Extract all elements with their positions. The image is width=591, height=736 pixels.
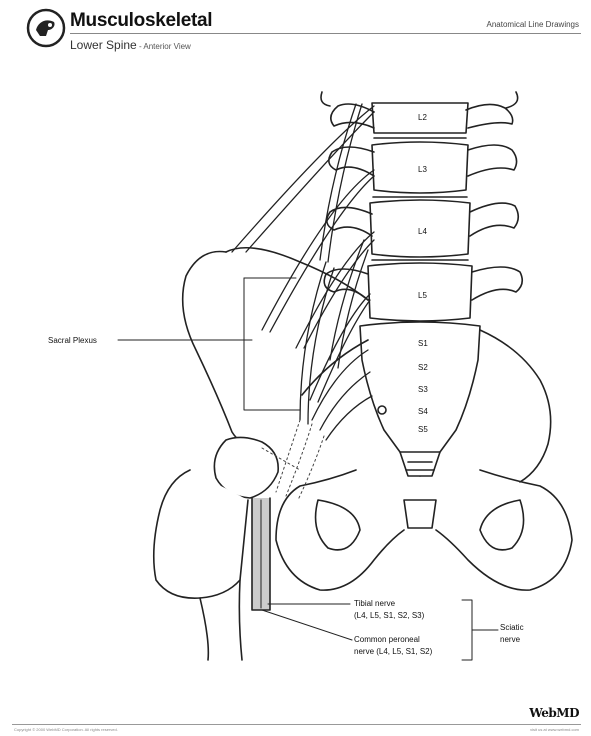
subtitle-main: Lower Spine [70,38,137,52]
sacral-plexus-nerves [232,104,374,440]
website-url[interactable]: visit us at www.webmd.com [530,727,579,732]
category-label: Anatomical Line Drawings [487,20,580,29]
skeleton-logo-icon [26,8,66,48]
lower-spine-diagram: L2 L3 L4 L5 S1 S2 S3 S4 S5 Sacral Plexus… [0,60,591,700]
page-title: Musculoskeletal [70,10,212,32]
footer-divider [12,724,581,725]
label-s3: S3 [418,385,428,394]
label-sacral-plexus: Sacral Plexus [48,336,97,345]
label-s2: S2 [418,363,428,372]
webmd-logo: WebMD [529,706,579,720]
label-l2: L2 [418,113,427,122]
label-l5: L5 [418,291,427,300]
subtitle-detail: Anterior View [143,42,190,51]
label-tibial-1: Tibial nerve [354,599,396,608]
lumbar-vertebrae [368,103,472,321]
page-subtitle: Lower Spine - Anterior View [70,38,191,52]
label-s5: S5 [418,425,428,434]
header-divider [70,33,581,34]
label-sciatic-2: nerve [500,635,521,644]
label-peroneal-2: nerve (L4, L5, S1, S2) [354,647,433,656]
label-tibial-2: (L4, L5, S1, S2, S3) [354,611,425,620]
label-l4: L4 [418,227,427,236]
label-s4: S4 [418,407,428,416]
label-l3: L3 [418,165,427,174]
sciatic-nerve-trunk [252,498,270,610]
copyright-text: Copyright © 2000 WebMD Corporation. All … [14,727,118,732]
label-peroneal-1: Common peroneal [354,635,420,644]
header: Musculoskeletal Lower Spine - Anterior V… [0,0,591,60]
label-sciatic-1: Sciatic [500,623,524,632]
label-s1: S1 [418,339,428,348]
